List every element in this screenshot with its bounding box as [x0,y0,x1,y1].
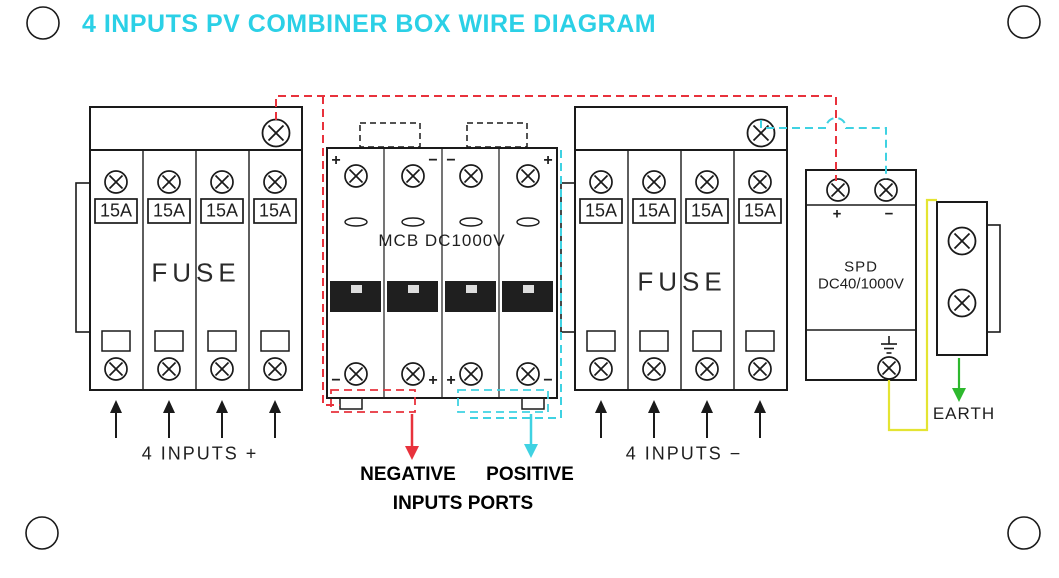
earth-arrow-icon [952,358,966,402]
terminal-screw-icon [589,357,613,381]
terminal-screw-icon [210,357,234,381]
input-arrow-icon [110,400,281,438]
caption-4-inputs-plus: 4 INPUTS + [141,443,259,464]
polarity-sign: + [446,372,456,389]
negative-wire [275,95,837,413]
fuse-rating: 15A [584,200,618,221]
negative-arrow-icon [405,414,419,460]
terminal-screw-icon [401,164,425,188]
terminal-screw-icon [748,357,772,381]
terminal-screw-icon [459,164,483,188]
fuse-rating: 15A [99,200,133,221]
polarity-sign: − [428,152,438,169]
positive-wire [457,117,887,419]
terminal-screw-icon [344,164,368,188]
positive-caption: POSITIVE [486,464,574,485]
terminal-screw-icon [157,170,181,194]
fuse-rating: 15A [258,200,292,221]
terminal-screw-icon [695,170,719,194]
page-title: 4 INPUTS PV COMBINER BOX WIRE DIAGRAM [82,10,657,38]
spd-plus-label: + [832,205,842,223]
right-fuse-block-outline [560,106,788,391]
caption-4-inputs-minus: 4 INPUTS − [625,443,743,464]
fuse-rating: 15A [690,200,724,221]
terminal-screw-icon [642,357,666,381]
right-fuse-label: FUSE [637,266,727,297]
polarity-sign: − [331,372,341,389]
terminal-screw-icon [344,362,368,386]
terminal-screw-icon [210,170,234,194]
terminal-screw-icon [263,357,287,381]
terminal-screw-icon [459,362,483,386]
polarity-sign: + [428,372,438,389]
positive-arrow-icon [524,414,538,458]
terminal-screw-icon [157,357,181,381]
mcb-switch-handles [330,281,553,312]
earth-terminal-block-outline [936,201,1001,356]
fuse-rating: 15A [637,200,671,221]
left-fuse-block-outline [75,106,303,391]
terminal-screw-icon [947,226,977,256]
fuse-rating: 15A [743,200,777,221]
earth-symbol-icon [881,336,897,354]
mcb-label: MCB DC1000V [378,231,506,250]
terminal-screw-icon [947,288,977,318]
fuse-rating: 15A [152,200,186,221]
mcb-block-outline [326,122,558,410]
terminal-screw-icon [874,178,898,202]
polarity-sign: − [543,372,553,389]
terminal-screw-icon [401,362,425,386]
terminal-screw-icon [263,170,287,194]
polarity-sign: + [543,152,553,169]
spd-name-label: SPD [844,258,878,276]
spd-rating-label: DC40/1000V [818,275,904,293]
terminal-screw-icon [826,178,850,202]
fuse-rating: 15A [205,200,239,221]
terminal-screw-icon [516,362,540,386]
mounting-screw-icon [261,118,291,148]
terminal-screw-icon [104,357,128,381]
polarity-sign: − [446,152,456,169]
terminal-screw-icon [877,356,901,380]
terminal-screw-icon [516,164,540,188]
spd-block-outline [805,169,917,381]
negative-caption: NEGATIVE [360,464,456,485]
terminal-screw-icon [104,170,128,194]
mounting-hole-icon [25,5,1041,550]
terminal-screw-icon [642,170,666,194]
left-fuse-label: FUSE [151,257,241,288]
input-arrow-icon [595,400,766,438]
spd-minus-label: − [884,205,894,223]
terminal-screw-icon [589,170,613,194]
polarity-sign: + [331,152,341,169]
terminal-screw-icon [748,170,772,194]
earth-wire [887,198,937,432]
earth-caption: EARTH [932,404,996,423]
inputs-ports-caption: INPUTS PORTS [392,493,534,514]
terminal-screw-icon [695,357,719,381]
